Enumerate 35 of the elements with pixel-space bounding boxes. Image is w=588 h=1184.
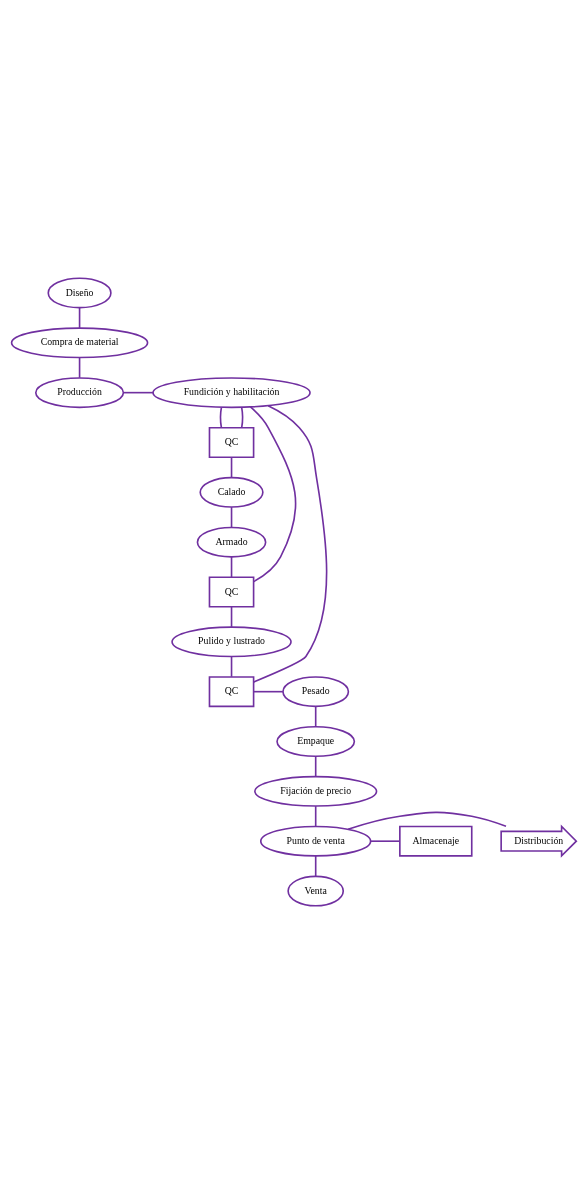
node-box: QC — [208, 576, 255, 608]
node-ellipse: Armado — [196, 526, 267, 558]
connector — [230, 655, 233, 678]
connector — [230, 556, 233, 578]
connector — [314, 705, 317, 728]
connector — [78, 306, 81, 329]
connector — [369, 840, 401, 842]
connector — [219, 406, 223, 429]
node-ellipse: Fijación de precio — [254, 775, 378, 807]
connector — [122, 391, 154, 394]
node-ellipse: Calado — [199, 476, 264, 508]
connector — [78, 356, 81, 379]
connector — [253, 690, 284, 693]
connector — [230, 605, 233, 628]
node-ellipse: Fundición y habilitación — [152, 377, 311, 409]
node-box: QC — [208, 676, 255, 708]
node-ellipse: Venta — [287, 875, 345, 907]
node-ellipse: Pesado — [282, 676, 350, 708]
connector — [249, 406, 297, 583]
connector — [252, 404, 328, 683]
connector — [230, 506, 233, 529]
node-box: QC — [208, 426, 255, 458]
connector — [240, 406, 244, 429]
connector — [347, 811, 507, 831]
node-ellipse: Empaque — [276, 726, 356, 758]
connector — [230, 456, 233, 479]
node-ellipse: Punto de venta — [259, 825, 372, 857]
connector — [314, 755, 317, 778]
node-ellipse: Producción — [34, 377, 125, 409]
node-ellipse: Compra de material — [10, 327, 149, 359]
node-box: Almacenaje — [399, 825, 473, 857]
node-ellipse: Diseño — [47, 277, 112, 309]
connector — [314, 855, 317, 877]
node-ellipse: Pulido y lustrado — [171, 626, 292, 658]
connector — [314, 805, 317, 828]
